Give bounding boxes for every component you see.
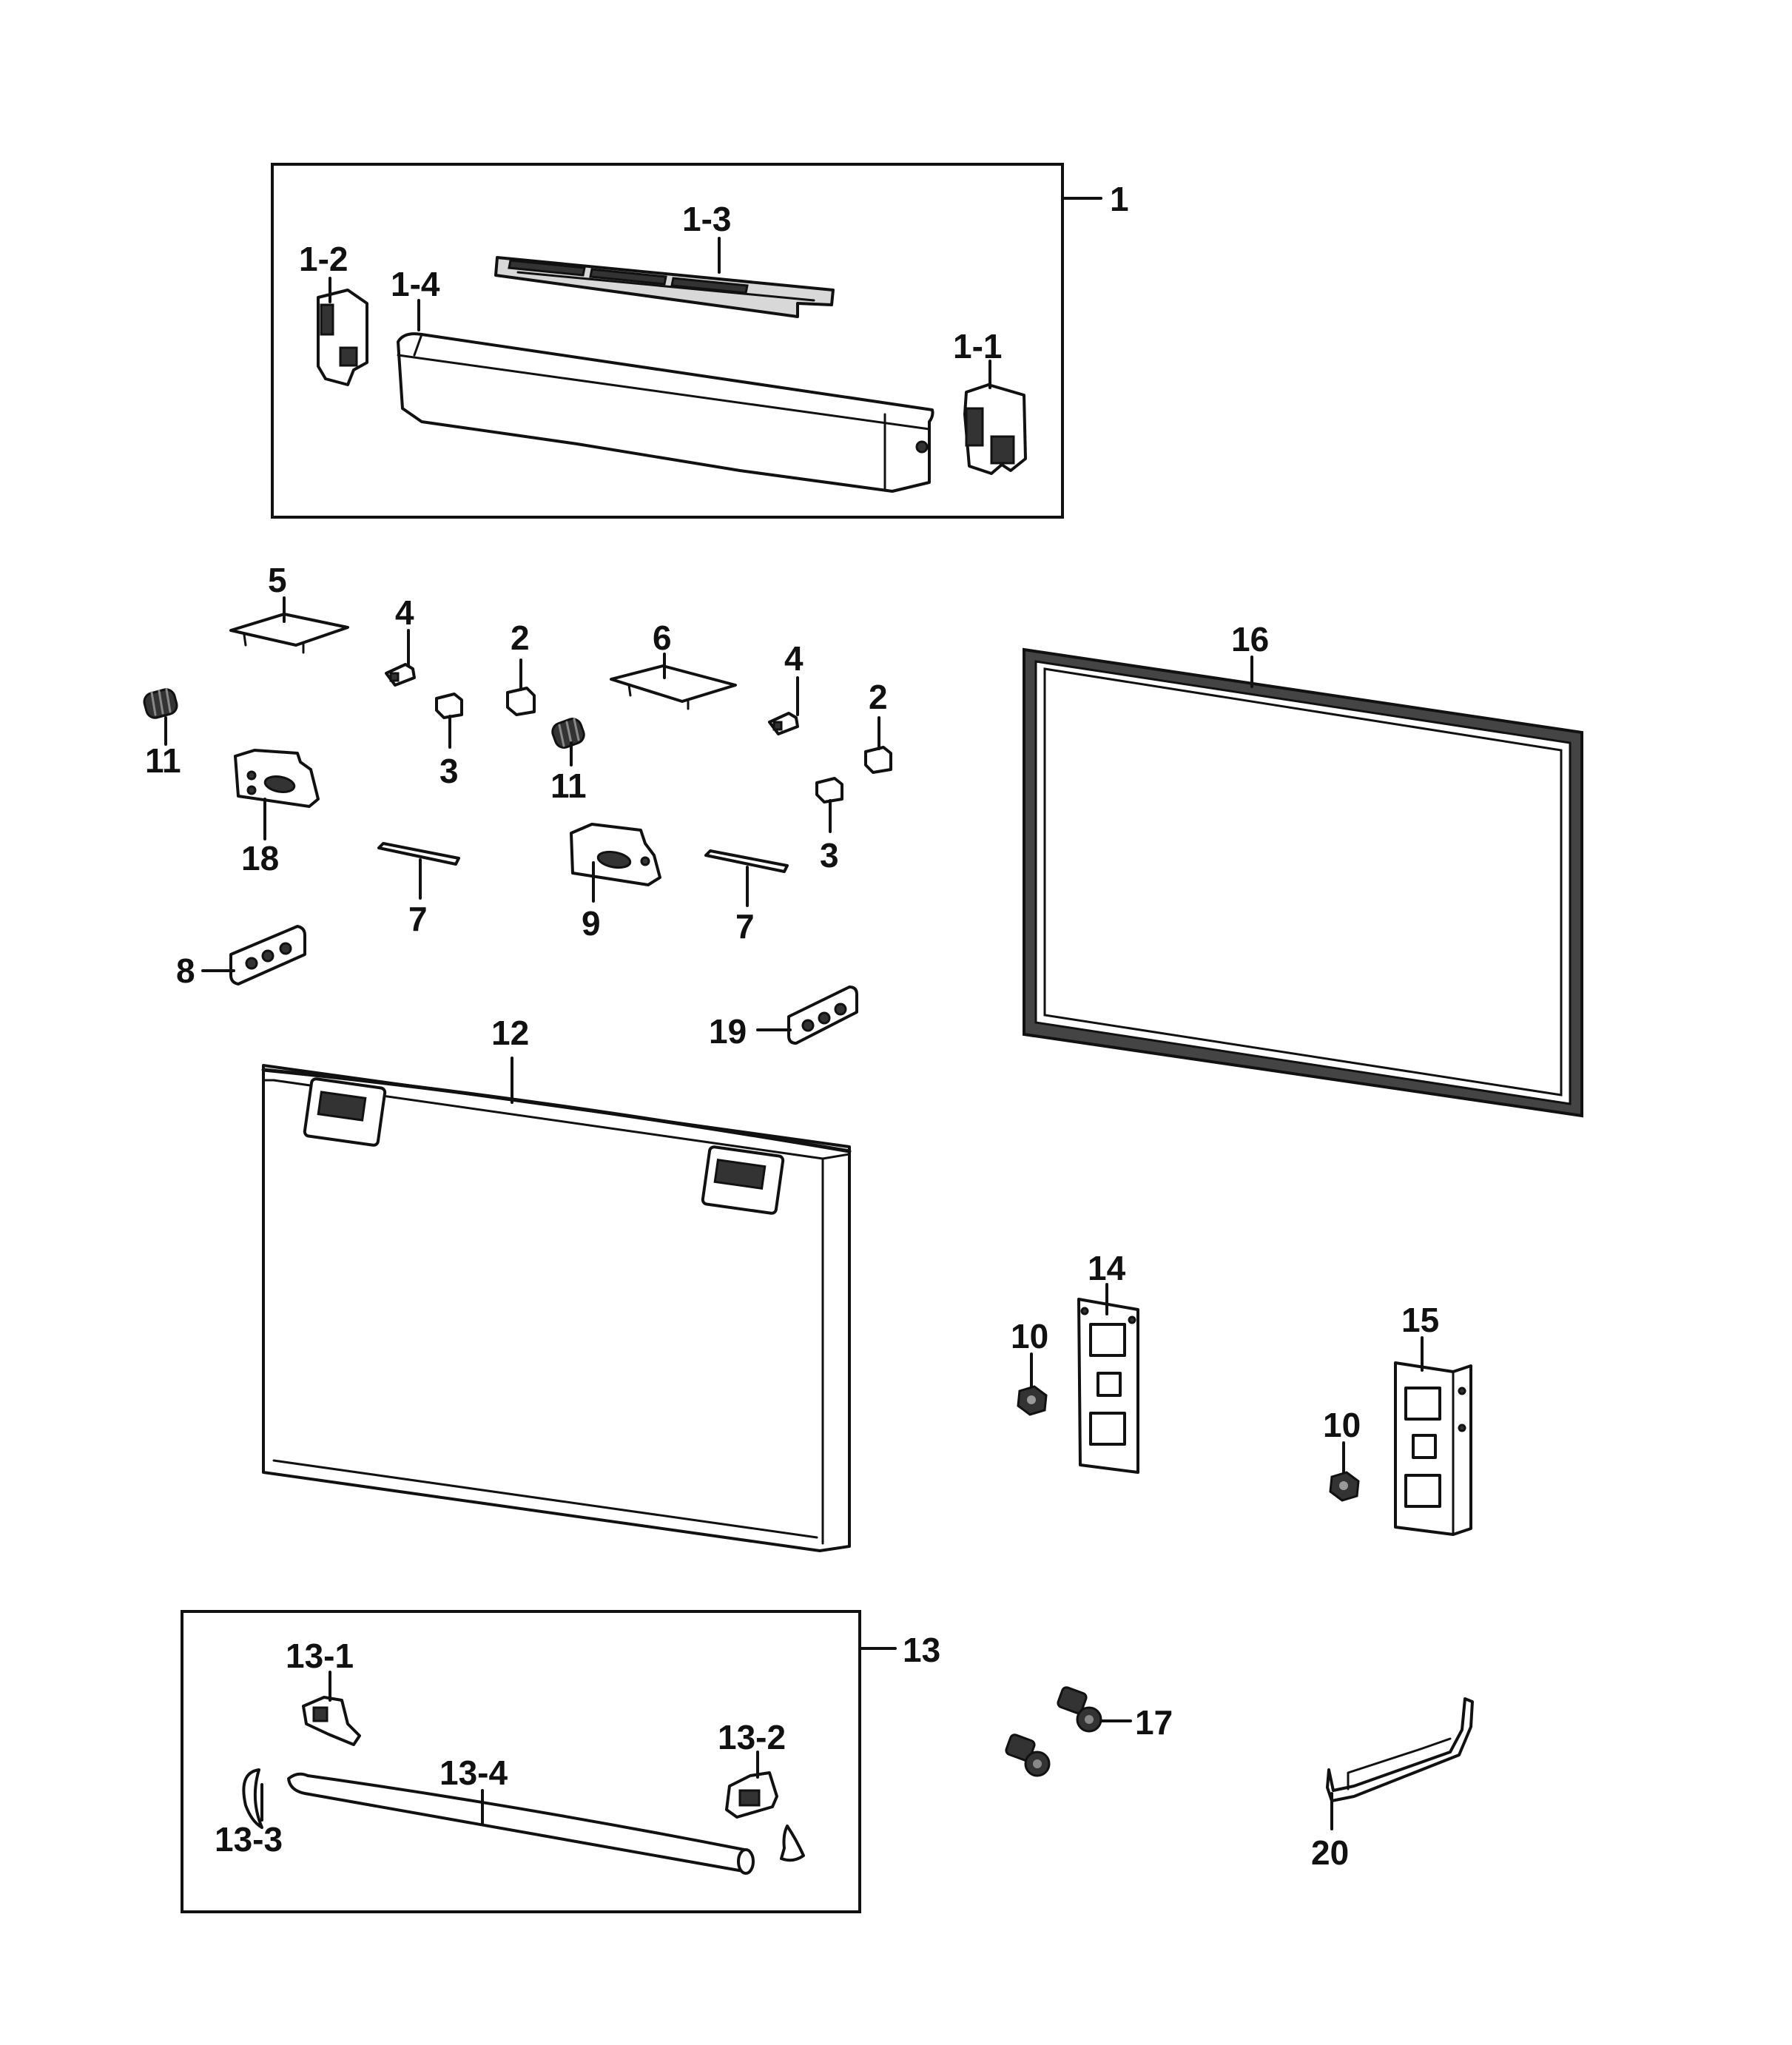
label-9: 9 xyxy=(582,904,601,943)
label-16: 16 xyxy=(1231,620,1269,658)
part-5-cover xyxy=(229,613,349,654)
label-3b: 3 xyxy=(820,836,839,875)
assembly-13-group: 13 13-1 13-2 13-3 13-4 xyxy=(181,1610,940,1913)
label-1-1: 1-1 xyxy=(953,327,1002,365)
part-15-bracket xyxy=(1394,1361,1472,1536)
label-13-1: 13-1 xyxy=(286,1637,354,1675)
assembly-1-frame xyxy=(271,163,1064,519)
part-18-hinge-left xyxy=(234,749,320,808)
part-2-block-right xyxy=(864,746,892,774)
label-7a: 7 xyxy=(408,900,428,938)
part-9-hinge-right xyxy=(570,823,661,886)
label-11b: 11 xyxy=(550,767,587,805)
label-18: 18 xyxy=(241,839,279,877)
part-1-3-grille xyxy=(494,256,835,318)
part-3-block-left xyxy=(435,693,463,719)
label-4b: 4 xyxy=(784,639,804,678)
part-19-plate xyxy=(787,986,858,1045)
part-2-block-left xyxy=(506,687,536,716)
screw-upper xyxy=(1057,1686,1102,1733)
label-17: 17 xyxy=(1135,1703,1173,1742)
part-4-clip-right xyxy=(768,712,799,735)
part-1-2-left-cap xyxy=(317,289,368,386)
label-1-2: 1-2 xyxy=(299,240,348,278)
label-15: 15 xyxy=(1401,1301,1439,1339)
label-7b: 7 xyxy=(735,907,755,946)
label-14: 14 xyxy=(1088,1249,1126,1287)
assembly-13-frame xyxy=(181,1610,861,1913)
label-13-2: 13-2 xyxy=(718,1718,786,1756)
label-6: 6 xyxy=(653,619,672,657)
screw-lower xyxy=(1005,1734,1051,1777)
part-1-1-right-cap xyxy=(963,383,1027,475)
label-13-4: 13-4 xyxy=(439,1753,508,1792)
label-2a: 2 xyxy=(511,619,530,657)
part-17-screws xyxy=(1005,1686,1102,1777)
part-11-spring-right xyxy=(551,718,585,749)
part-6-cover xyxy=(610,664,737,710)
part-7-pin-left xyxy=(377,842,460,866)
label-4a: 4 xyxy=(395,593,414,632)
label-1: 1 xyxy=(1110,180,1129,218)
label-20: 20 xyxy=(1311,1833,1349,1872)
label-3a: 3 xyxy=(439,752,459,790)
label-13: 13 xyxy=(903,1631,940,1669)
part-13-3-cap-right xyxy=(780,1825,805,1862)
label-19: 19 xyxy=(709,1012,747,1051)
part-3-block-right xyxy=(815,777,843,803)
part-16-door-gasket xyxy=(1023,647,1583,1118)
label-5: 5 xyxy=(268,561,287,599)
label-1-4: 1-4 xyxy=(391,265,440,303)
label-10b: 10 xyxy=(1323,1406,1361,1444)
part-13-2-end-cap xyxy=(725,1771,778,1819)
label-10a: 10 xyxy=(1011,1317,1048,1355)
label-11a: 11 xyxy=(145,741,181,780)
part-14-bracket xyxy=(1077,1298,1139,1474)
part-7-pin-right xyxy=(704,849,789,873)
part-13-1-end-cap xyxy=(302,1696,361,1746)
part-4-clip-left xyxy=(385,663,416,687)
label-2b: 2 xyxy=(869,678,888,716)
part-13-4-handle xyxy=(287,1772,755,1875)
part-10-nut-left xyxy=(1017,1385,1048,1416)
part-1-4-bin xyxy=(397,332,934,493)
part-8-plate xyxy=(229,925,306,986)
part-20-bracket xyxy=(1326,1697,1474,1802)
label-8: 8 xyxy=(176,951,195,990)
label-1-3: 1-3 xyxy=(682,200,731,238)
part-12-door xyxy=(261,1064,852,1552)
part-10-nut-right xyxy=(1329,1471,1360,1502)
part-11-spring-left xyxy=(143,688,178,719)
label-12: 12 xyxy=(491,1014,529,1052)
part-13-3-cap xyxy=(242,1768,263,1829)
label-13-3: 13-3 xyxy=(215,1820,283,1859)
assembly-1-group: 1 1-3 1-2 1-4 xyxy=(271,163,1129,519)
